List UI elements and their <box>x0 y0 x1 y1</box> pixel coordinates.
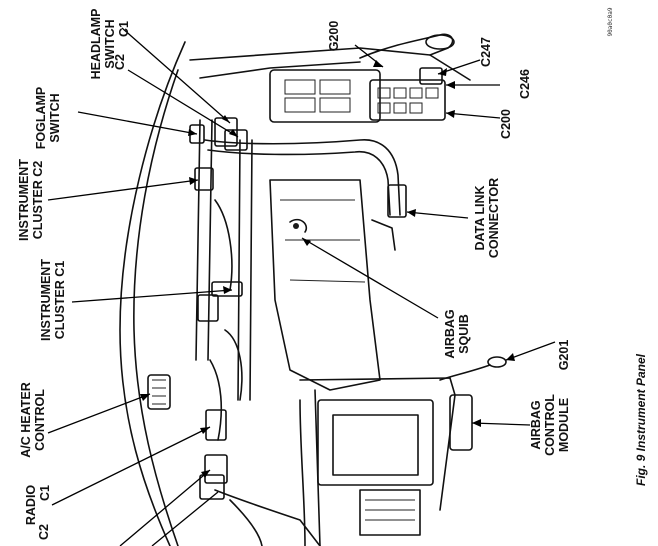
label-headlamp-c2: C2 <box>113 54 127 70</box>
label-g201: G201 <box>557 340 571 371</box>
leader-lines <box>47 27 556 546</box>
label-acm-line3: MODULE <box>557 398 571 452</box>
label-c246: C246 <box>518 69 532 99</box>
label-acm-line1: AIRBAG <box>529 400 543 449</box>
label-c247: C247 <box>479 37 493 67</box>
label-headlamp-c1: C1 <box>117 21 131 37</box>
label-dlc-line1: DATA LINK <box>473 185 487 250</box>
label-headlamp-line1: HEADLAMP <box>89 9 103 80</box>
figure-caption: Fig. 9 Instrument Panel <box>634 353 648 486</box>
label-acm-line2: CONTROL <box>543 394 557 456</box>
artwork-id: 90a0c0a9 <box>607 7 614 36</box>
label-g200: G200 <box>327 21 341 52</box>
label-radio-c2: C2 <box>37 524 51 540</box>
label-data-link-connector: DATA LINK CONNECTOR <box>473 178 501 258</box>
label-ac-line1: A/C HEATER <box>19 382 33 457</box>
label-squib-line2: SQUIB <box>457 314 471 354</box>
label-squib-line1: AIRBAG <box>443 309 457 358</box>
label-instrument-cluster-c1: INSTRUMENT CLUSTER C1 <box>39 259 67 341</box>
label-airbag-control-module: AIRBAG CONTROL MODULE <box>529 394 571 456</box>
label-dlc-line2: CONNECTOR <box>487 178 501 258</box>
label-radio-line1: RADIO <box>24 485 38 526</box>
label-radio: RADIO C1 <box>24 485 52 526</box>
labels: G200 HEADLAMP SWITCH C1 C2 FOGLAMP SWITC… <box>17 7 648 540</box>
label-foglamp-switch: FOGLAMP SWITCH <box>34 87 62 150</box>
label-ac-line2: CONTROL <box>33 389 47 451</box>
label-instrument-cluster-c2: INSTRUMENT CLUSTER C2 <box>17 159 45 241</box>
label-foglamp-line2: SWITCH <box>48 93 62 142</box>
label-ic2-line1: INSTRUMENT <box>17 159 31 241</box>
label-ic1-line1: INSTRUMENT <box>39 259 53 341</box>
label-radio-c1: C1 <box>38 485 52 501</box>
label-foglamp-line1: FOGLAMP <box>34 87 48 150</box>
label-headlamp-line2: SWITCH <box>103 19 117 68</box>
label-headlamp-switch: HEADLAMP SWITCH C1 <box>89 9 131 80</box>
label-airbag-squib: AIRBAG SQUIB <box>443 309 471 358</box>
label-ic2-line2: CLUSTER C2 <box>31 161 45 240</box>
label-ac-heater-control: A/C HEATER CONTROL <box>19 382 47 457</box>
label-c200: C200 <box>499 109 513 139</box>
label-ic1-line2: CLUSTER C1 <box>53 261 67 340</box>
instrument-panel-artwork <box>119 33 507 546</box>
